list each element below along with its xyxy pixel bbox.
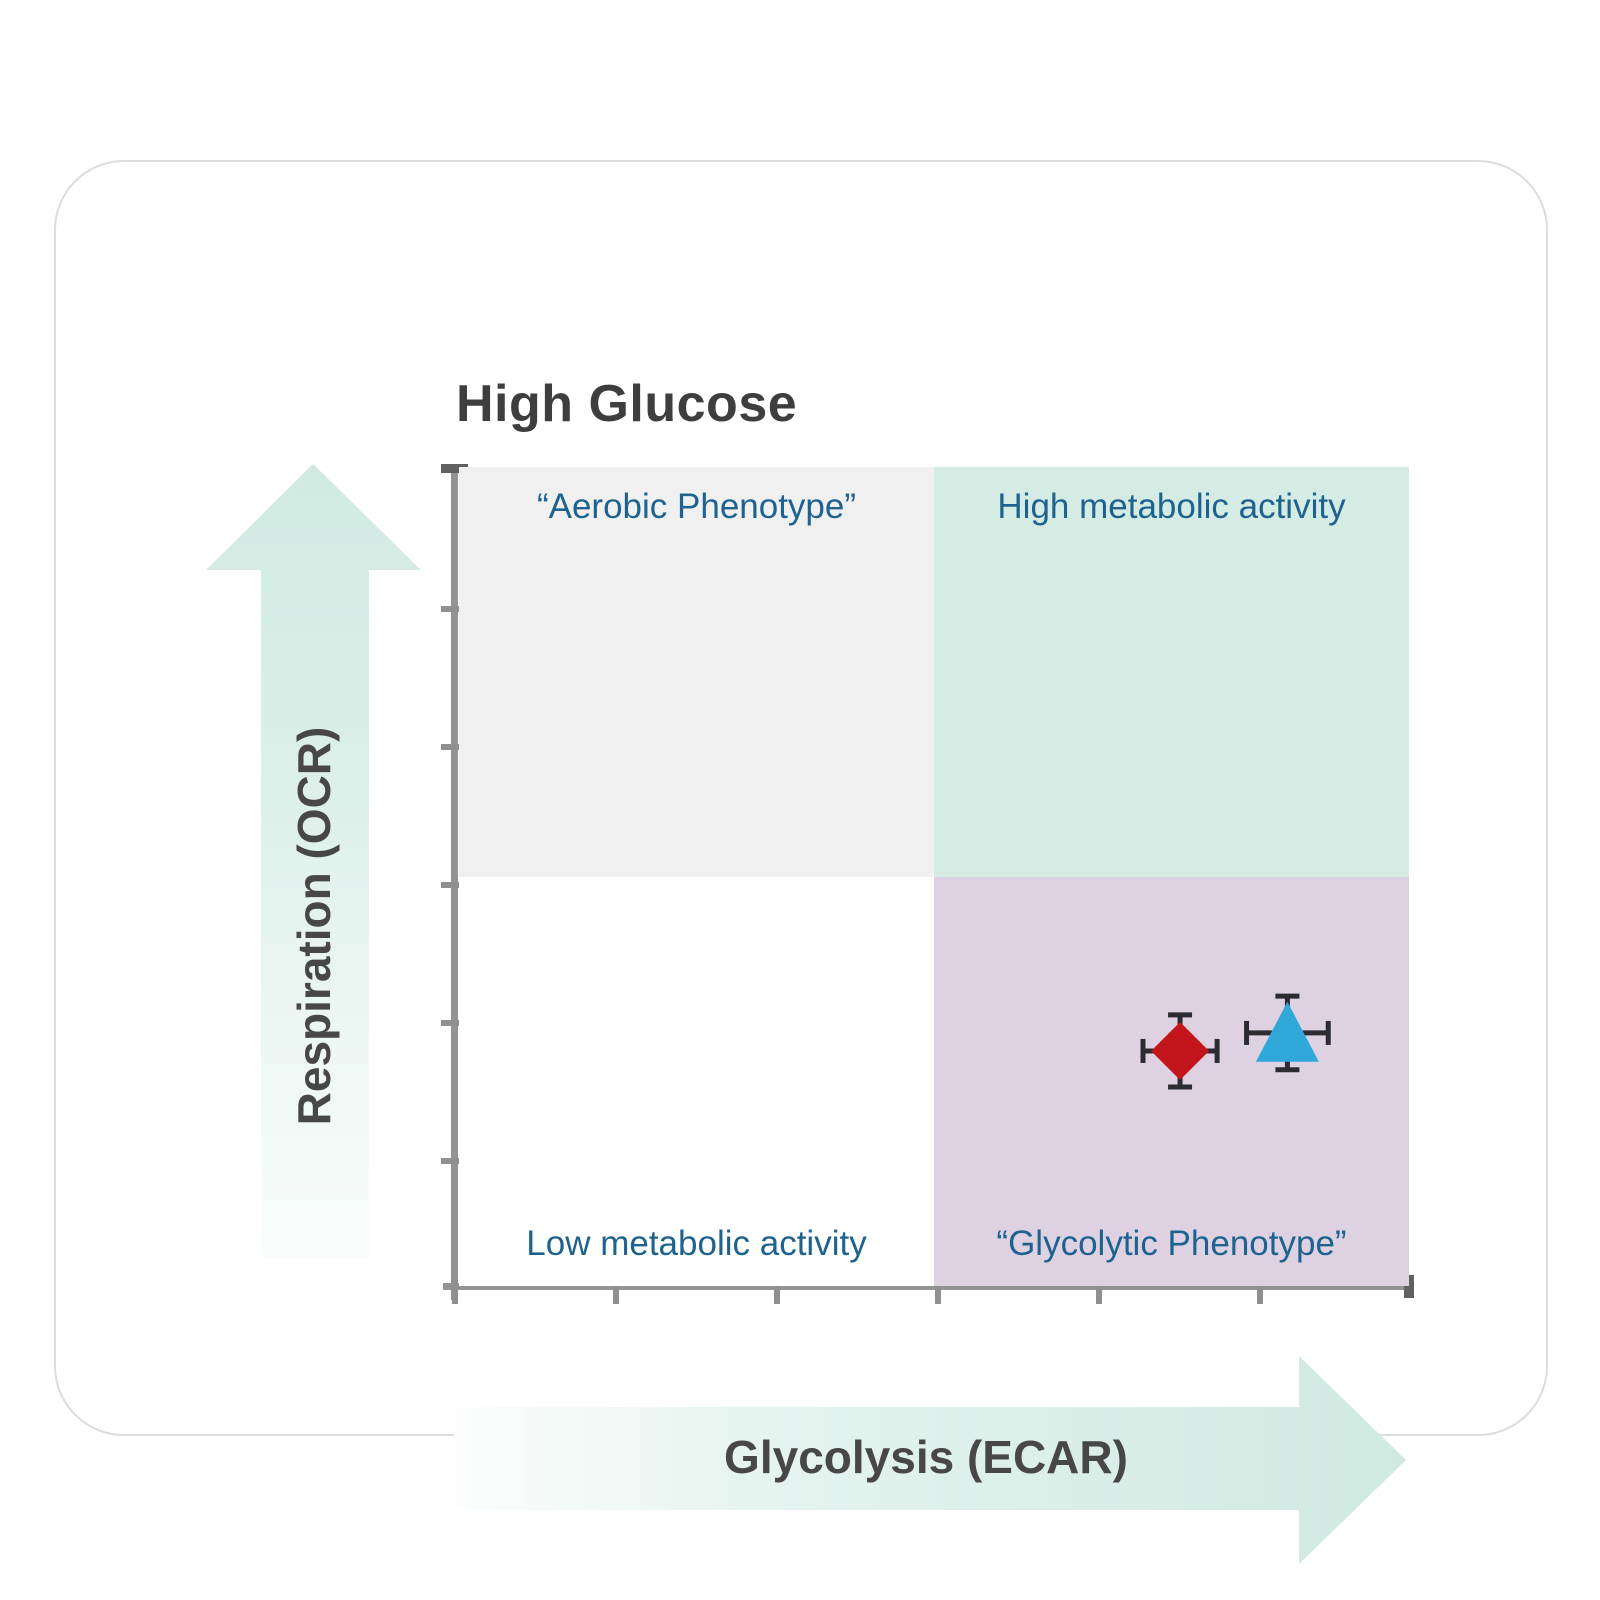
plot-area: “Aerobic Phenotype” High metabolic activ… (459, 467, 1409, 1286)
x-tick (452, 1281, 458, 1304)
quadrant-low-metabolic-activity: Low metabolic activity (459, 876, 934, 1286)
quadrant-label-low-metabolic: Low metabolic activity (526, 1224, 867, 1263)
phenotype-chart-card: High Glucose Respiration (OCR) (54, 160, 1548, 1564)
quadrant-label-aerobic: “Aerobic Phenotype” (536, 487, 857, 526)
y-axis-end-cap (441, 464, 468, 473)
y-axis-label: Respiration (OCR) (288, 726, 340, 1126)
diamond-marker (1151, 1021, 1210, 1080)
y-tick (441, 606, 464, 612)
triangle-marker (1255, 1001, 1319, 1062)
x-tick (1257, 1281, 1263, 1304)
x-tick (774, 1281, 780, 1304)
x-tick (1096, 1281, 1102, 1304)
y-tick (441, 1020, 464, 1026)
x-axis-end-cap (1404, 1275, 1414, 1298)
x-tick (613, 1281, 619, 1304)
quadrant-label-glycolytic: “Glycolytic Phenotype” (996, 1224, 1347, 1263)
y-tick (441, 1158, 464, 1164)
data-points-layer (1140, 993, 1331, 1090)
y-tick (441, 744, 464, 750)
quadrant-aerobic-phenotype: “Aerobic Phenotype” (459, 467, 934, 877)
y-tick (441, 882, 464, 888)
x-axis-line (443, 1283, 1414, 1290)
x-axis-label: Glycolysis (ECAR) (724, 1431, 1128, 1483)
glycolysis-axis-arrow-icon (454, 1356, 1406, 1564)
chart-title: High Glucose (456, 375, 798, 433)
x-tick (935, 1281, 941, 1304)
quadrant-high-metabolic-activity: High metabolic activity (934, 467, 1409, 877)
quadrant-label-high-metabolic: High metabolic activity (997, 487, 1346, 526)
quadrant-glycolytic-phenotype: “Glycolytic Phenotype” (934, 876, 1409, 1286)
respiration-axis-arrow-icon (206, 464, 421, 1258)
